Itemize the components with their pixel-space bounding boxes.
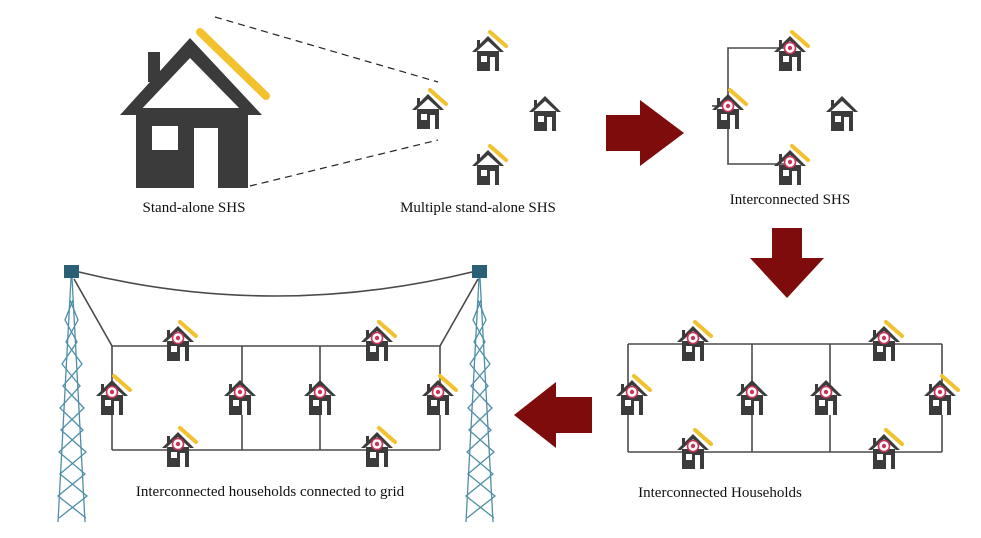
meter-icon xyxy=(783,155,797,169)
meter-icon xyxy=(686,331,700,345)
solar-panel-icon xyxy=(196,28,270,100)
house-icon xyxy=(472,30,508,71)
meter-icon xyxy=(431,385,445,399)
house-icon xyxy=(774,30,810,71)
solar-panel-icon xyxy=(178,426,198,444)
solar-panel-icon xyxy=(728,88,748,106)
transmission-tower-right-icon xyxy=(464,265,497,523)
solar-panel-icon xyxy=(790,30,810,48)
meter-icon xyxy=(625,385,639,399)
arrow-down-icon xyxy=(750,228,824,298)
house-icon xyxy=(868,428,904,469)
meter-icon xyxy=(233,385,247,399)
solar-panel-icon xyxy=(178,320,198,338)
solar-panel-icon xyxy=(488,30,508,48)
house-icon xyxy=(412,88,448,129)
solar-panel-icon xyxy=(884,428,904,446)
house-icon xyxy=(810,380,842,415)
label-interconnected-shs: Interconnected SHS xyxy=(730,192,850,208)
meter-icon xyxy=(370,331,384,345)
meter-icon xyxy=(877,331,891,345)
house-icon xyxy=(96,374,132,415)
house-icon xyxy=(422,374,458,415)
label-grid-connected: Interconnected households connected to g… xyxy=(136,484,405,500)
solar-panel-icon xyxy=(940,374,960,392)
meter-icon xyxy=(171,437,185,451)
label-standalone: Stand-alone SHS xyxy=(143,200,246,216)
solar-panel-icon xyxy=(377,320,397,338)
meter-icon xyxy=(686,439,700,453)
label-interconnected-households: Interconnected Households xyxy=(638,485,802,501)
solar-panel-icon xyxy=(428,88,448,106)
meter-icon xyxy=(171,331,185,345)
meter-icon xyxy=(370,437,384,451)
solar-panel-icon xyxy=(377,426,397,444)
multiple-houses-group xyxy=(412,30,561,185)
interconnected-shs-group xyxy=(712,30,858,185)
meter-icon xyxy=(783,41,797,55)
meter-icon xyxy=(877,439,891,453)
house-icon xyxy=(529,96,561,131)
house-icon xyxy=(712,88,748,129)
meter-icon xyxy=(721,99,735,113)
meter-icon xyxy=(933,385,947,399)
solar-panel-icon xyxy=(438,374,458,392)
label-multiple: Multiple stand-alone SHS xyxy=(400,200,556,216)
house-icon xyxy=(361,320,397,361)
grid-connected-group xyxy=(56,265,497,523)
solar-panel-icon xyxy=(112,374,132,392)
house-icon xyxy=(924,374,960,415)
meter-icon xyxy=(313,385,327,399)
house-icon xyxy=(472,144,508,185)
solar-panel-icon xyxy=(790,144,810,162)
house-icon xyxy=(868,320,904,361)
house-icon xyxy=(361,426,397,467)
house-icon xyxy=(616,374,652,415)
standalone-house-icon xyxy=(120,28,270,188)
transmission-tower-left-icon xyxy=(56,265,89,523)
arrow-right-icon xyxy=(606,100,684,166)
interconnected-households-group xyxy=(616,320,960,469)
house-icon xyxy=(774,144,810,185)
solar-panel-icon xyxy=(488,144,508,162)
house-icon xyxy=(677,428,713,469)
house-icon xyxy=(224,380,256,415)
solar-panel-icon xyxy=(693,428,713,446)
solar-panel-icon xyxy=(632,374,652,392)
arrow-left-icon xyxy=(514,382,592,448)
solar-panel-icon xyxy=(693,320,713,338)
solar-panel-icon xyxy=(884,320,904,338)
house-icon xyxy=(162,320,198,361)
house-icon xyxy=(162,426,198,467)
meter-icon xyxy=(105,385,119,399)
house-icon xyxy=(826,96,858,131)
house-icon xyxy=(677,320,713,361)
meter-icon xyxy=(745,385,759,399)
meter-icon xyxy=(819,385,833,399)
